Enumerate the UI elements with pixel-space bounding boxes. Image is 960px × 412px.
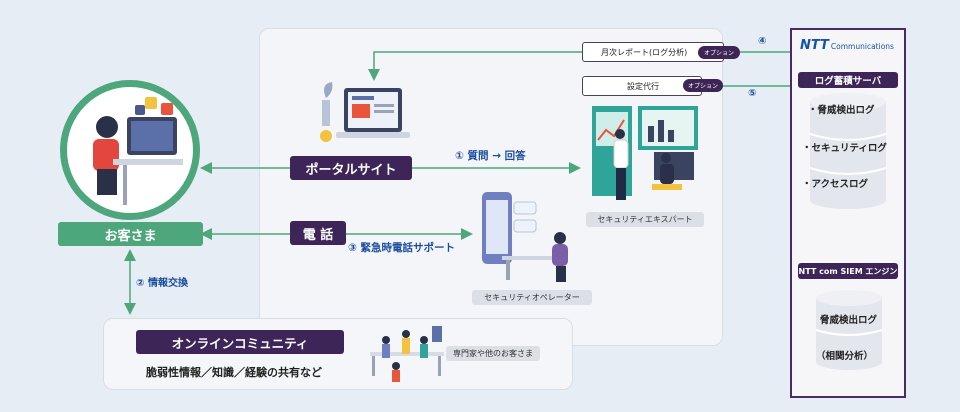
portal-label: ポータルサイト bbox=[290, 156, 412, 180]
exchange-label: ② 情報交換 bbox=[136, 278, 188, 289]
server-title: ログ蓄積サーバ bbox=[798, 72, 898, 88]
community-title: オンラインコミュニティ bbox=[136, 330, 344, 354]
server-log-1: ・脅威検出ログ bbox=[808, 105, 875, 116]
laptop-illustration bbox=[312, 80, 412, 150]
setting-proxy-text: 設定代行 bbox=[627, 81, 659, 91]
operator-tag: セキュリティオペレーター bbox=[472, 290, 592, 305]
siem-log-1: 脅威検出ログ bbox=[820, 315, 878, 326]
customer-illustration bbox=[60, 80, 200, 220]
option-badge-report: オプション bbox=[698, 46, 740, 59]
qa-label: ① 質問 → 回答 bbox=[455, 150, 526, 162]
siem-title: NTT com SIEM エンジン bbox=[798, 263, 898, 279]
operator-illustration bbox=[472, 186, 584, 286]
siem-cylinder bbox=[814, 288, 884, 372]
emergency-label: ③ 緊急時電話サポート bbox=[348, 242, 456, 254]
setting-proxy-box: 設定代行 bbox=[582, 76, 702, 96]
option-badge-setting: オプション bbox=[683, 79, 723, 92]
step4-label: ④ bbox=[758, 36, 767, 47]
server-log-3: ・アクセスログ bbox=[802, 179, 869, 190]
report-arrow bbox=[368, 51, 582, 81]
phone-label: 電 話 bbox=[290, 221, 346, 245]
step5-label: ⑤ bbox=[748, 88, 757, 99]
community-sharing: 脆弱性情報／知識／経験の共有など bbox=[146, 366, 322, 379]
experts-others-tag: 専門家や他のお客さま bbox=[446, 346, 540, 361]
community-illustration bbox=[366, 322, 448, 384]
ntt-logo-sub: Communications bbox=[830, 42, 894, 51]
ntt-logo-main: NTT bbox=[800, 38, 829, 53]
server-log-2: ・セキュリティログ bbox=[802, 143, 887, 154]
ntt-logo: NTT Communications bbox=[800, 38, 894, 53]
customer-label: お客さま bbox=[58, 222, 203, 246]
monthly-report-box: 月次レポート(ログ分析) bbox=[582, 42, 724, 62]
expert-illustration bbox=[590, 100, 702, 208]
expert-tag: セキュリティエキスパート bbox=[586, 212, 704, 227]
ntt-box bbox=[790, 28, 906, 398]
server-cylinder bbox=[808, 92, 888, 210]
siem-log-2: （相関分析） bbox=[816, 351, 874, 362]
monthly-report-text: 月次レポート(ログ分析) bbox=[601, 47, 688, 57]
